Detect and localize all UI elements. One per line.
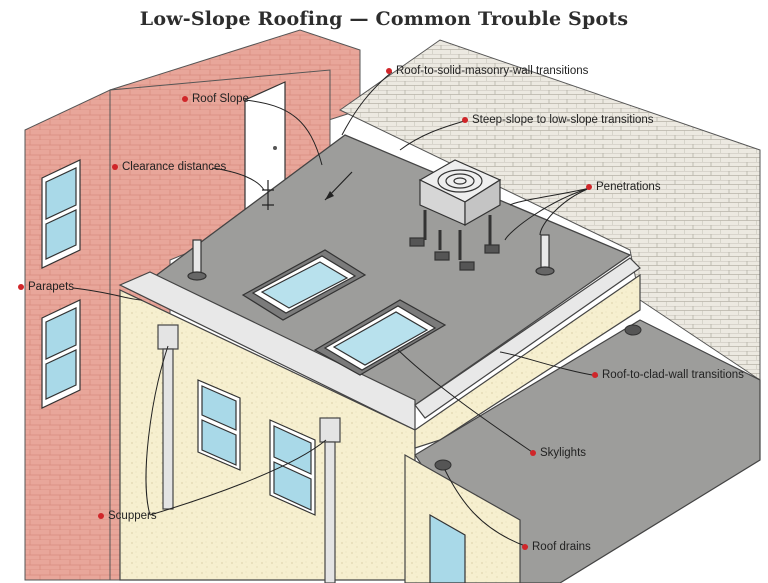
callout-dot [386, 68, 392, 74]
callout-penetrations: Penetrations [586, 181, 661, 193]
callout-dot [522, 544, 528, 550]
callout-skylights-label: Skylights [540, 447, 587, 459]
callout-clad-wall: Roof-to-clad-wall transitions [592, 369, 744, 381]
roof-drains [434, 324, 642, 471]
callout-dot [98, 513, 104, 519]
callout-dot [18, 284, 24, 290]
callout-dot [530, 450, 536, 456]
vent-pipes [187, 234, 555, 281]
callout-clad-wall-label: Roof-to-clad-wall transitions [602, 369, 744, 381]
callout-scuppers: Scuppers [98, 510, 157, 522]
diagram-title: Low-Slope Roofing — Common Trouble Spots [139, 8, 629, 30]
callout-dot [182, 96, 188, 102]
callout-dot [592, 372, 598, 378]
callout-masonry: Roof-to-solid-masonry-wall transitions [386, 65, 588, 77]
callout-roof-slope-label: Roof Slope [192, 93, 249, 105]
brick-windows [41, 159, 81, 409]
callout-dot [112, 164, 118, 170]
stucco-right-wall [414, 273, 641, 449]
callout-dot [462, 117, 468, 123]
callout-steep-slope-label: Steep-slope to low-slope transitions [472, 114, 654, 126]
callout-scuppers-label: Scuppers [108, 510, 157, 522]
callout-skylights: Skylights [530, 447, 586, 459]
parapet-right [414, 257, 641, 419]
parapet-front [118, 271, 416, 431]
callout-clearance: Clearance distances [112, 161, 226, 173]
callout-steep-slope: Steep-slope to low-slope transitions [462, 114, 654, 126]
stucco-windows [197, 379, 466, 583]
callout-clearance-label: Clearance distances [122, 161, 227, 173]
skylights [241, 249, 447, 376]
callout-parapets: Parapets [18, 281, 74, 293]
ac-unit [409, 159, 502, 271]
callout-dot [586, 184, 592, 190]
callout-parapets-label: Parapets [28, 281, 75, 293]
callout-roof-drains: Roof drains [522, 541, 591, 553]
callout-penetrations-label: Penetrations [596, 181, 661, 193]
callout-masonry-label: Roof-to-solid-masonry-wall transitions [396, 65, 589, 77]
callout-leader-lines [72, 71, 599, 548]
callout-roof-slope: Roof Slope [182, 93, 249, 105]
callout-roof-drains-label: Roof drains [532, 541, 591, 553]
